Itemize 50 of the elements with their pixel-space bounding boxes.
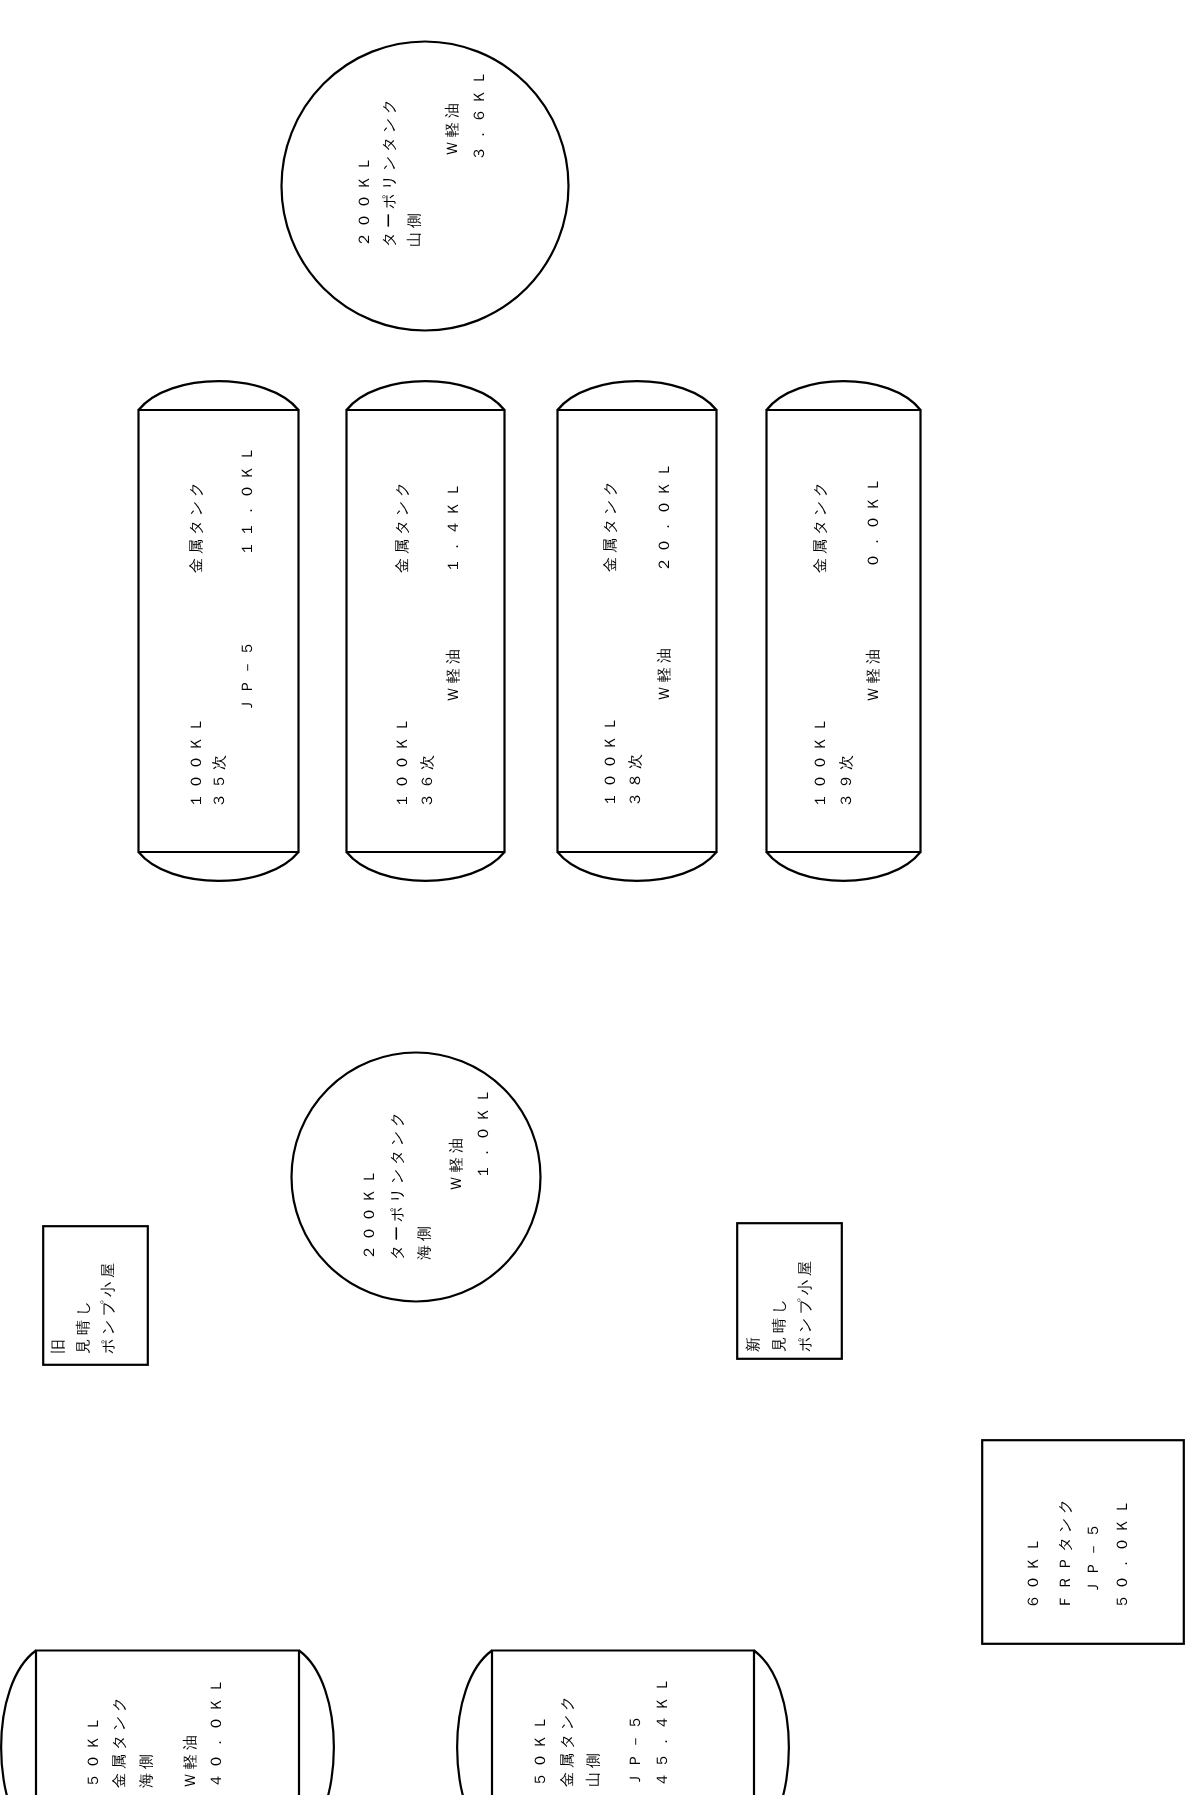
tank-label: ５０ＫＬ [530, 1711, 550, 1787]
tank-label: ５０．０ＫＬ [1112, 1495, 1132, 1609]
tank-label: ＪＰ－５ [236, 636, 256, 712]
tank-label: 山側 [404, 209, 424, 247]
pump-house-label: ポンプ小屋 [794, 1256, 814, 1351]
tank-label: 金属タンク [185, 477, 205, 572]
pump-house-label: 旧 [48, 1335, 68, 1354]
tank-label: １．０ＫＬ [473, 1084, 493, 1179]
tank-label: Ｗ軽油 [179, 1730, 199, 1787]
tank-label: 海側 [135, 1749, 155, 1787]
tank-label: ６０ＫＬ [1023, 1533, 1043, 1609]
tank-label: １００ＫＬ [391, 712, 411, 807]
tank-label: 海側 [414, 1222, 434, 1260]
tank-label: ＪＰ－５ [1083, 1519, 1103, 1595]
tank-label: ３９次 [835, 750, 855, 807]
tank-label: １００ＫＬ [809, 712, 829, 807]
tank-label: ２００ＫＬ [354, 152, 374, 247]
tank-label: 山側 [583, 1749, 603, 1787]
tank-label: ３．６ＫＬ [469, 66, 489, 161]
tank-label: ０．０ＫＬ [862, 472, 882, 567]
tank-label: ＪＰ－５ [625, 1711, 645, 1787]
tank-label: １．４ＫＬ [442, 477, 462, 572]
tank-label: 金属タンク [600, 477, 620, 572]
pump-house-label: ポンプ小屋 [98, 1259, 118, 1354]
tank-label: 金属タンク [391, 477, 411, 572]
tank-label: １１．０ＫＬ [236, 441, 256, 555]
tank-label: ３８次 [625, 750, 645, 807]
tank-label: ５０ＫＬ [82, 1711, 102, 1787]
tank-label: ターポリンタンク [379, 95, 399, 247]
tank-label: Ｗ軽油 [446, 1134, 466, 1191]
tank-label: ３５次 [208, 750, 228, 807]
tank-label: ３６次 [416, 750, 436, 807]
tank-label: ２００ＫＬ [359, 1165, 379, 1260]
pump-house-label: 見晴し [768, 1294, 788, 1351]
pump-house-label: 新 [742, 1332, 762, 1351]
tank-label: ４５．４ＫＬ [652, 1673, 672, 1787]
tank-label: Ｗ軽油 [862, 644, 882, 701]
tank-label: Ｗ軽油 [442, 644, 462, 701]
tank-label: 金属タンク [557, 1692, 577, 1787]
tank-label: ２０．０ＫＬ [654, 458, 674, 572]
tank-label: ターポリンタンク [387, 1108, 407, 1260]
tank-label: 金属タンク [108, 1692, 128, 1787]
tank-label: ＦＲＰタンク [1055, 1495, 1075, 1609]
pump-house-label: 見晴し [73, 1297, 93, 1354]
tank-label: １００ＫＬ [185, 712, 205, 807]
tank-label: Ｗ軽油 [654, 644, 674, 701]
tank-label: １００ＫＬ [600, 712, 620, 807]
tank-label: 金属タンク [809, 477, 829, 572]
tank-label: ４０．０ＫＬ [205, 1673, 225, 1787]
tank-label: Ｗ軽油 [442, 99, 462, 156]
